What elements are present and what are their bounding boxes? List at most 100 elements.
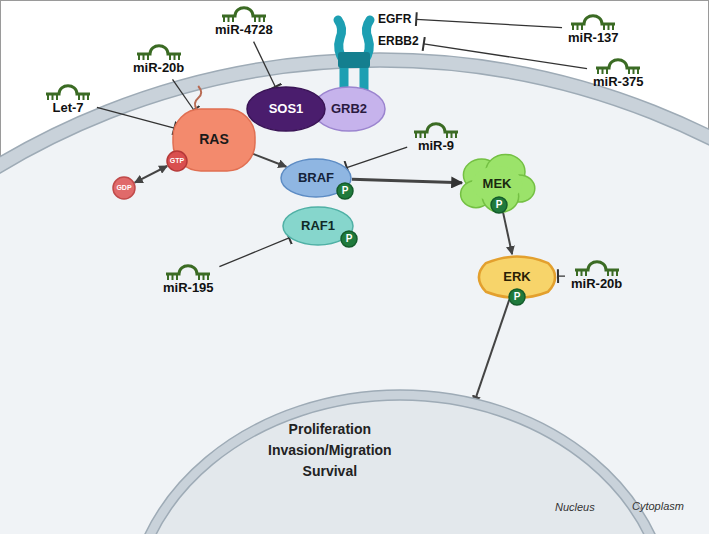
mirna-name: miR-137	[568, 31, 619, 46]
hairpin-tooth	[420, 132, 422, 138]
mirna-label: miR-137	[565, 12, 622, 47]
hairpin-tooth	[597, 68, 599, 74]
hairpin-tooth	[207, 274, 209, 280]
node-label: MEK	[483, 177, 512, 192]
hairpin-tooth	[628, 68, 630, 74]
hairpin-stem	[46, 86, 90, 94]
hairpin-tooth	[585, 270, 587, 276]
hairpin-icon	[221, 5, 267, 22]
membrane-outer-line	[0, 53, 709, 534]
mirna-label: miR-195	[160, 262, 217, 297]
hairpin-tooth	[203, 274, 205, 280]
hairpin-tooth	[581, 24, 583, 30]
hairpin-tooth	[603, 24, 605, 30]
cytoplasm-area	[0, 60, 709, 534]
node-label: RAF1	[301, 219, 335, 234]
nucleus-outer-line	[125, 390, 675, 534]
node-label: SOS1	[269, 102, 304, 117]
hairpin-tooth	[263, 16, 265, 22]
activation-arrow	[474, 300, 510, 404]
hairpin-stem	[166, 266, 210, 274]
mirna-label: miR-4728	[212, 4, 276, 39]
protein-ellipse: SOS1	[246, 86, 326, 132]
hairpin-icon	[570, 13, 616, 30]
hairpin-tooth	[576, 270, 578, 276]
mirna-label: miR-20b	[130, 42, 187, 77]
hairpin-tooth	[147, 54, 149, 60]
nucleus: Proliferation Invasion/Migration Surviva…	[130, 395, 670, 534]
hairpin-tooth	[167, 274, 169, 280]
node-label: P	[496, 199, 503, 211]
hairpin-tooth	[87, 94, 89, 100]
receptor-label: ERBB2	[376, 30, 421, 50]
kinase-ellipse: RAF1P	[282, 206, 354, 246]
hairpin-tooth	[602, 68, 604, 74]
inhibition-line	[558, 275, 565, 276]
hairpin-tooth	[138, 54, 140, 60]
shape-fill	[491, 197, 507, 213]
hairpin-tooth	[254, 16, 256, 22]
activation-arrow	[503, 212, 512, 255]
mirna-label: Let-7	[42, 82, 94, 117]
nucleotide-circle: GDP	[112, 176, 136, 200]
kinase-ellipse: BRAFP	[280, 158, 352, 198]
hairpin-tooth	[178, 54, 180, 60]
hairpin-tooth	[232, 16, 234, 22]
shape-fill	[247, 87, 325, 131]
hairpin-icon	[574, 259, 620, 276]
membrane-inner-line	[0, 67, 709, 534]
hairpin-tooth	[611, 270, 613, 276]
inhibition-line	[97, 107, 174, 128]
hairpin-tooth	[637, 68, 639, 74]
hairpin-tooth	[198, 274, 200, 280]
activation-arrow	[252, 153, 286, 166]
hairpin-stem	[596, 60, 640, 68]
hairpin-tooth	[577, 24, 579, 30]
mirna-label: miR-9	[410, 120, 462, 155]
mirna-name: miR-20b	[133, 61, 184, 76]
hairpin-tooth	[415, 132, 417, 138]
node-label: P	[342, 185, 349, 197]
phospho-circle: P	[508, 288, 526, 306]
inhibition-line	[347, 147, 407, 167]
phospho-circle: P	[336, 182, 354, 200]
hairpin-icon	[595, 57, 641, 74]
mirna-name: miR-4728	[215, 23, 273, 38]
phospho-circle: P	[340, 230, 358, 248]
hairpin-icon	[45, 83, 91, 100]
shape-fill	[337, 183, 353, 199]
node-label: P	[514, 291, 521, 303]
hairpin-icon	[413, 121, 459, 138]
hairpin-tooth	[142, 54, 144, 60]
hairpin-tooth	[616, 270, 618, 276]
hairpin-stem	[137, 46, 181, 54]
hairpin-icon	[136, 43, 182, 60]
shape-fill	[167, 151, 187, 171]
nucleus-outline	[130, 395, 670, 534]
phospho-circle: P	[490, 196, 508, 214]
hairpin-tooth	[580, 270, 582, 276]
compartment-label: Cytoplasm	[632, 500, 684, 512]
hairpin-tooth	[78, 94, 80, 100]
hairpin-tooth	[451, 132, 453, 138]
node-label: GRB2	[331, 102, 367, 117]
shape-fill	[113, 177, 135, 199]
outcome-text: Proliferation Invasion/Migration Surviva…	[268, 419, 392, 482]
hairpin-tooth	[608, 24, 610, 30]
node-label: GTP	[170, 157, 184, 165]
shape-fill	[341, 231, 357, 247]
hairpin-tooth	[633, 68, 635, 74]
kinase-blob: ERKP	[476, 254, 558, 300]
hairpin-tooth	[606, 68, 608, 74]
hairpin-tooth	[169, 54, 171, 60]
inhibition-line	[424, 44, 587, 69]
hairpin-stem	[414, 124, 458, 132]
mirna-label: miR-375	[590, 56, 647, 91]
hairpin-tooth	[223, 16, 225, 22]
activation-arrow	[352, 179, 462, 183]
hairpin-tooth	[83, 94, 85, 100]
receptor-transmembrane	[338, 52, 370, 68]
hairpin-stem	[575, 262, 619, 270]
hairpin-tooth	[607, 270, 609, 276]
